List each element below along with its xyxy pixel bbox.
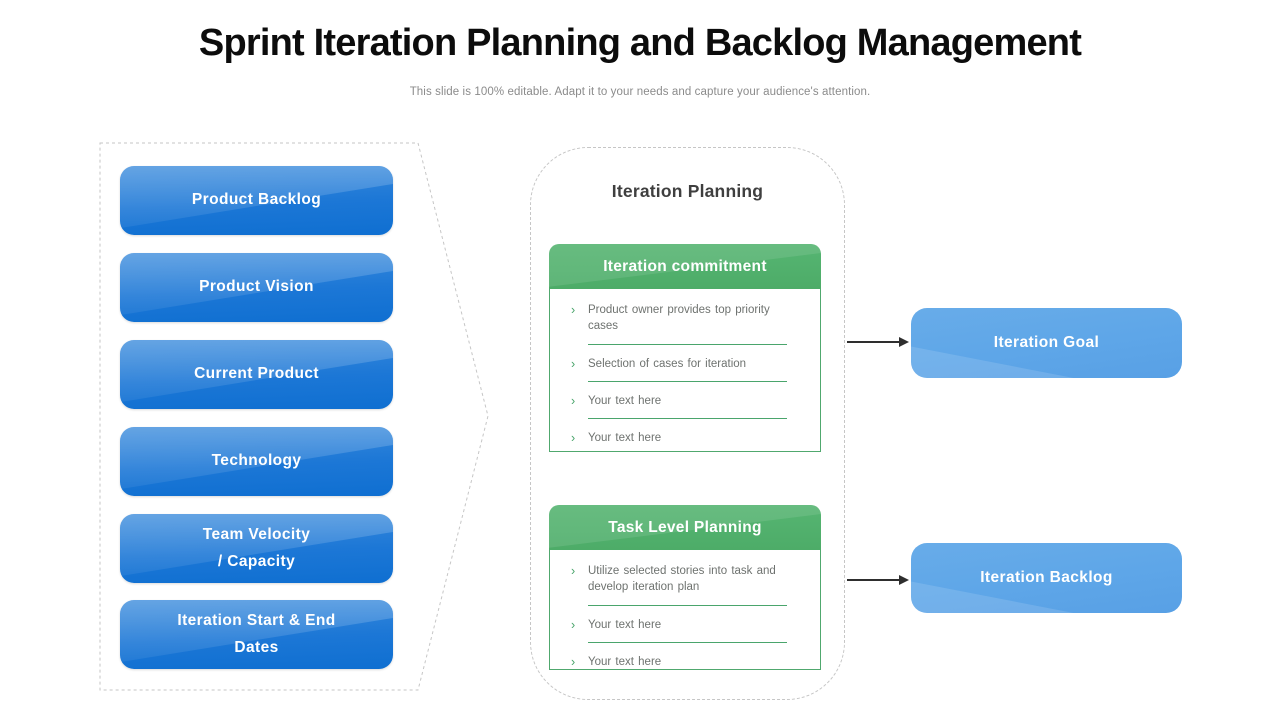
output-box-iteration-backlog: Iteration Backlog [911,543,1182,613]
stack-item-iteration-start-end-dates: Iteration Start & End Dates [120,600,393,669]
list-item: › Your text here [550,430,820,448]
list-item: › Your text here [550,393,820,420]
card-header: Task Level Planning [549,505,821,550]
chevron-bullet-icon: › [571,431,576,446]
list-item-text: Product owner provides top priority case… [588,302,787,345]
stack-item-label: Team Velocity / Capacity [202,526,311,570]
card-task-level-planning: Task Level Planning › Utilize selected s… [549,505,821,670]
list-item: › Selection of cases for iteration [550,356,820,382]
page-title: Sprint Iteration Planning and Backlog Ma… [198,22,1082,64]
stack-item-product-backlog: Product Backlog [120,166,393,235]
arrow-to-iteration-goal [847,336,909,347]
stack-item-label: Product Backlog [191,191,322,209]
card-body: › Utilize selected stories into task and… [549,550,821,670]
stack-item-label: Product Vision [199,278,314,296]
stack-item-label: Current Product [194,365,319,383]
output-box-label: Iteration Backlog [980,569,1113,586]
list-item-text: Utilize selected stories into task and d… [588,563,787,606]
chevron-bullet-icon: › [571,617,576,632]
list-item: › Product owner provides top priority ca… [550,302,820,345]
list-item: › Your text here [550,654,820,672]
stack-item-technology: Technology [120,427,393,496]
list-item-text: Selection of cases for iteration [588,356,787,382]
card-header: Iteration commitment [549,244,821,289]
chevron-bullet-icon: › [571,564,576,578]
stack-item-current-product: Current Product [120,340,393,409]
list-item-text: Your text here [588,655,662,668]
card-header-label: Iteration commitment [603,257,767,275]
list-item: › Utilize selected stories into task and… [550,563,820,606]
output-box-label: Iteration Goal [993,334,1100,351]
chevron-bullet-icon: › [571,356,576,371]
chevron-bullet-icon: › [571,303,576,317]
chevron-bullet-icon: › [571,393,576,408]
list-item: › Your text here [550,617,820,643]
output-box-iteration-goal: Iteration Goal [911,308,1182,378]
card-header-label: Task Level Planning [608,518,762,536]
list-item-text: Your text here [588,432,662,445]
page-subtitle: This slide is 100% editable. Adapt it to… [409,86,871,98]
card-iteration-commitment: Iteration commitment › Product owner pro… [549,244,821,452]
stack-item-product-vision: Product Vision [120,253,393,322]
chevron-bullet-icon: › [571,654,576,669]
list-item-text: Your text here [588,393,787,420]
stack-item-label: Iteration Start & End Dates [177,612,336,656]
stack-item-team-velocity-capacity: Team Velocity / Capacity [120,514,393,583]
card-body: › Product owner provides top priority ca… [549,289,821,452]
arrow-to-iteration-backlog [847,574,909,585]
panel-title: Iteration Planning [611,181,764,201]
list-item-text: Your text here [588,617,787,643]
stack-item-label: Technology [211,452,302,470]
iteration-planning-panel: Iteration Planning Iteration commitment … [530,147,845,700]
